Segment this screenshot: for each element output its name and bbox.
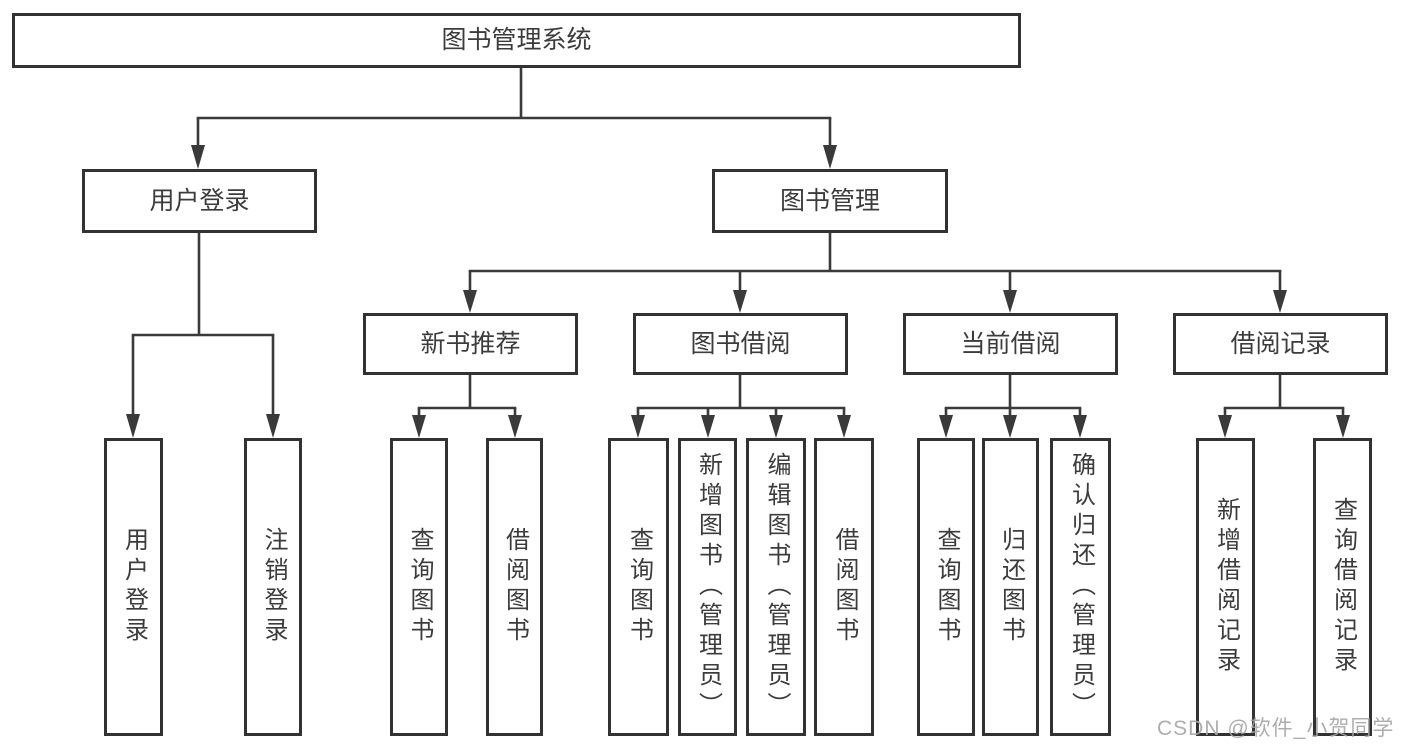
leaf-label: 借阅图书 [831,527,858,647]
arrow-head-icon [631,415,645,438]
connector-user-login [126,233,280,438]
arrow-head-icon [1273,290,1287,313]
arrow-head-icon [1336,415,1350,438]
node-user-login: 用户登录 [82,169,317,233]
arrow-head-icon [126,414,140,438]
leaf-logout: 注销登录 [244,438,302,736]
node-label: 当前借阅 [960,329,1061,358]
arrow-head-icon [733,290,747,313]
arrow-head-icon [701,415,715,438]
arrow-head-icon [412,415,426,438]
arrow-head-icon [1003,415,1017,438]
leaf-add-borrow-record: 新增借阅记录 [1196,438,1255,736]
node-label: 图书借阅 [690,329,791,358]
node-book-management: 图书管理 [712,169,948,233]
arrow-head-icon [266,414,280,438]
leaf-confirm-return-admin: 确认归还（管理员） [1050,438,1111,736]
node-label: 新书推荐 [420,329,521,358]
leaf-query-books-2: 查询图书 [608,438,669,736]
node-label: 借阅记录 [1230,329,1331,358]
leaf-label: 查询借阅记录 [1329,497,1357,677]
leaf-label: 新增借阅记录 [1212,497,1240,677]
connector-new-book [412,375,522,438]
leaf-label: 注销登录 [260,527,287,647]
arrow-head-icon [837,415,851,438]
leaf-label: 确认归还（管理员） [1067,452,1095,722]
leaf-borrow-books-1: 借阅图书 [486,438,543,736]
leaf-label: 用户登录 [120,527,148,647]
connector-book-borrow [631,375,851,438]
node-user-login-label: 用户登录 [149,186,250,215]
arrow-head-icon [1073,415,1087,438]
leaf-add-books-admin: 新增图书（管理员） [678,438,737,736]
leaf-return-books: 归还图书 [982,438,1039,736]
arrow-head-icon [939,415,953,438]
leaf-label: 借阅图书 [501,527,529,647]
connector-book-management [463,233,1287,313]
csdn-watermark: CSDN @软件_小贺同学 [1157,717,1395,740]
node-root-label: 图书管理系统 [441,26,592,54]
arrow-head-icon [191,145,205,169]
leaf-label: 编辑图书（管理员） [763,452,790,722]
arrow-head-icon [463,290,477,313]
arrow-head-icon [1003,290,1017,313]
leaf-borrow-books-2: 借阅图书 [814,438,874,736]
leaf-label: 新增图书（管理员） [694,452,722,722]
node-book-management-label: 图书管理 [779,186,880,215]
leaf-query-books-1: 查询图书 [390,438,448,736]
leaf-query-borrow-record: 查询借阅记录 [1313,438,1372,736]
leaf-edit-books-admin: 编辑图书（管理员） [746,438,806,736]
leaf-label: 查询图书 [406,527,433,647]
node-borrow-record: 借阅记录 [1173,313,1388,375]
arrow-head-icon [1218,415,1232,438]
arrow-head-icon [508,415,522,438]
arrow-head-icon [769,415,783,438]
leaf-label: 查询图书 [933,527,960,647]
leaf-query-books-3: 查询图书 [917,438,975,736]
node-current-borrow: 当前借阅 [903,313,1118,375]
leaf-label: 归还图书 [997,527,1025,647]
connector-borrow-record [1218,375,1350,438]
connector-root [191,68,837,169]
node-new-book-recommend: 新书推荐 [363,313,578,375]
connector-current-borrow [939,375,1087,438]
leaf-label: 查询图书 [625,527,653,647]
node-book-borrow: 图书借阅 [633,313,848,375]
arrow-head-icon [823,145,837,169]
node-root: 图书管理系统 [12,13,1021,68]
leaf-user-login: 用户登录 [104,438,163,736]
